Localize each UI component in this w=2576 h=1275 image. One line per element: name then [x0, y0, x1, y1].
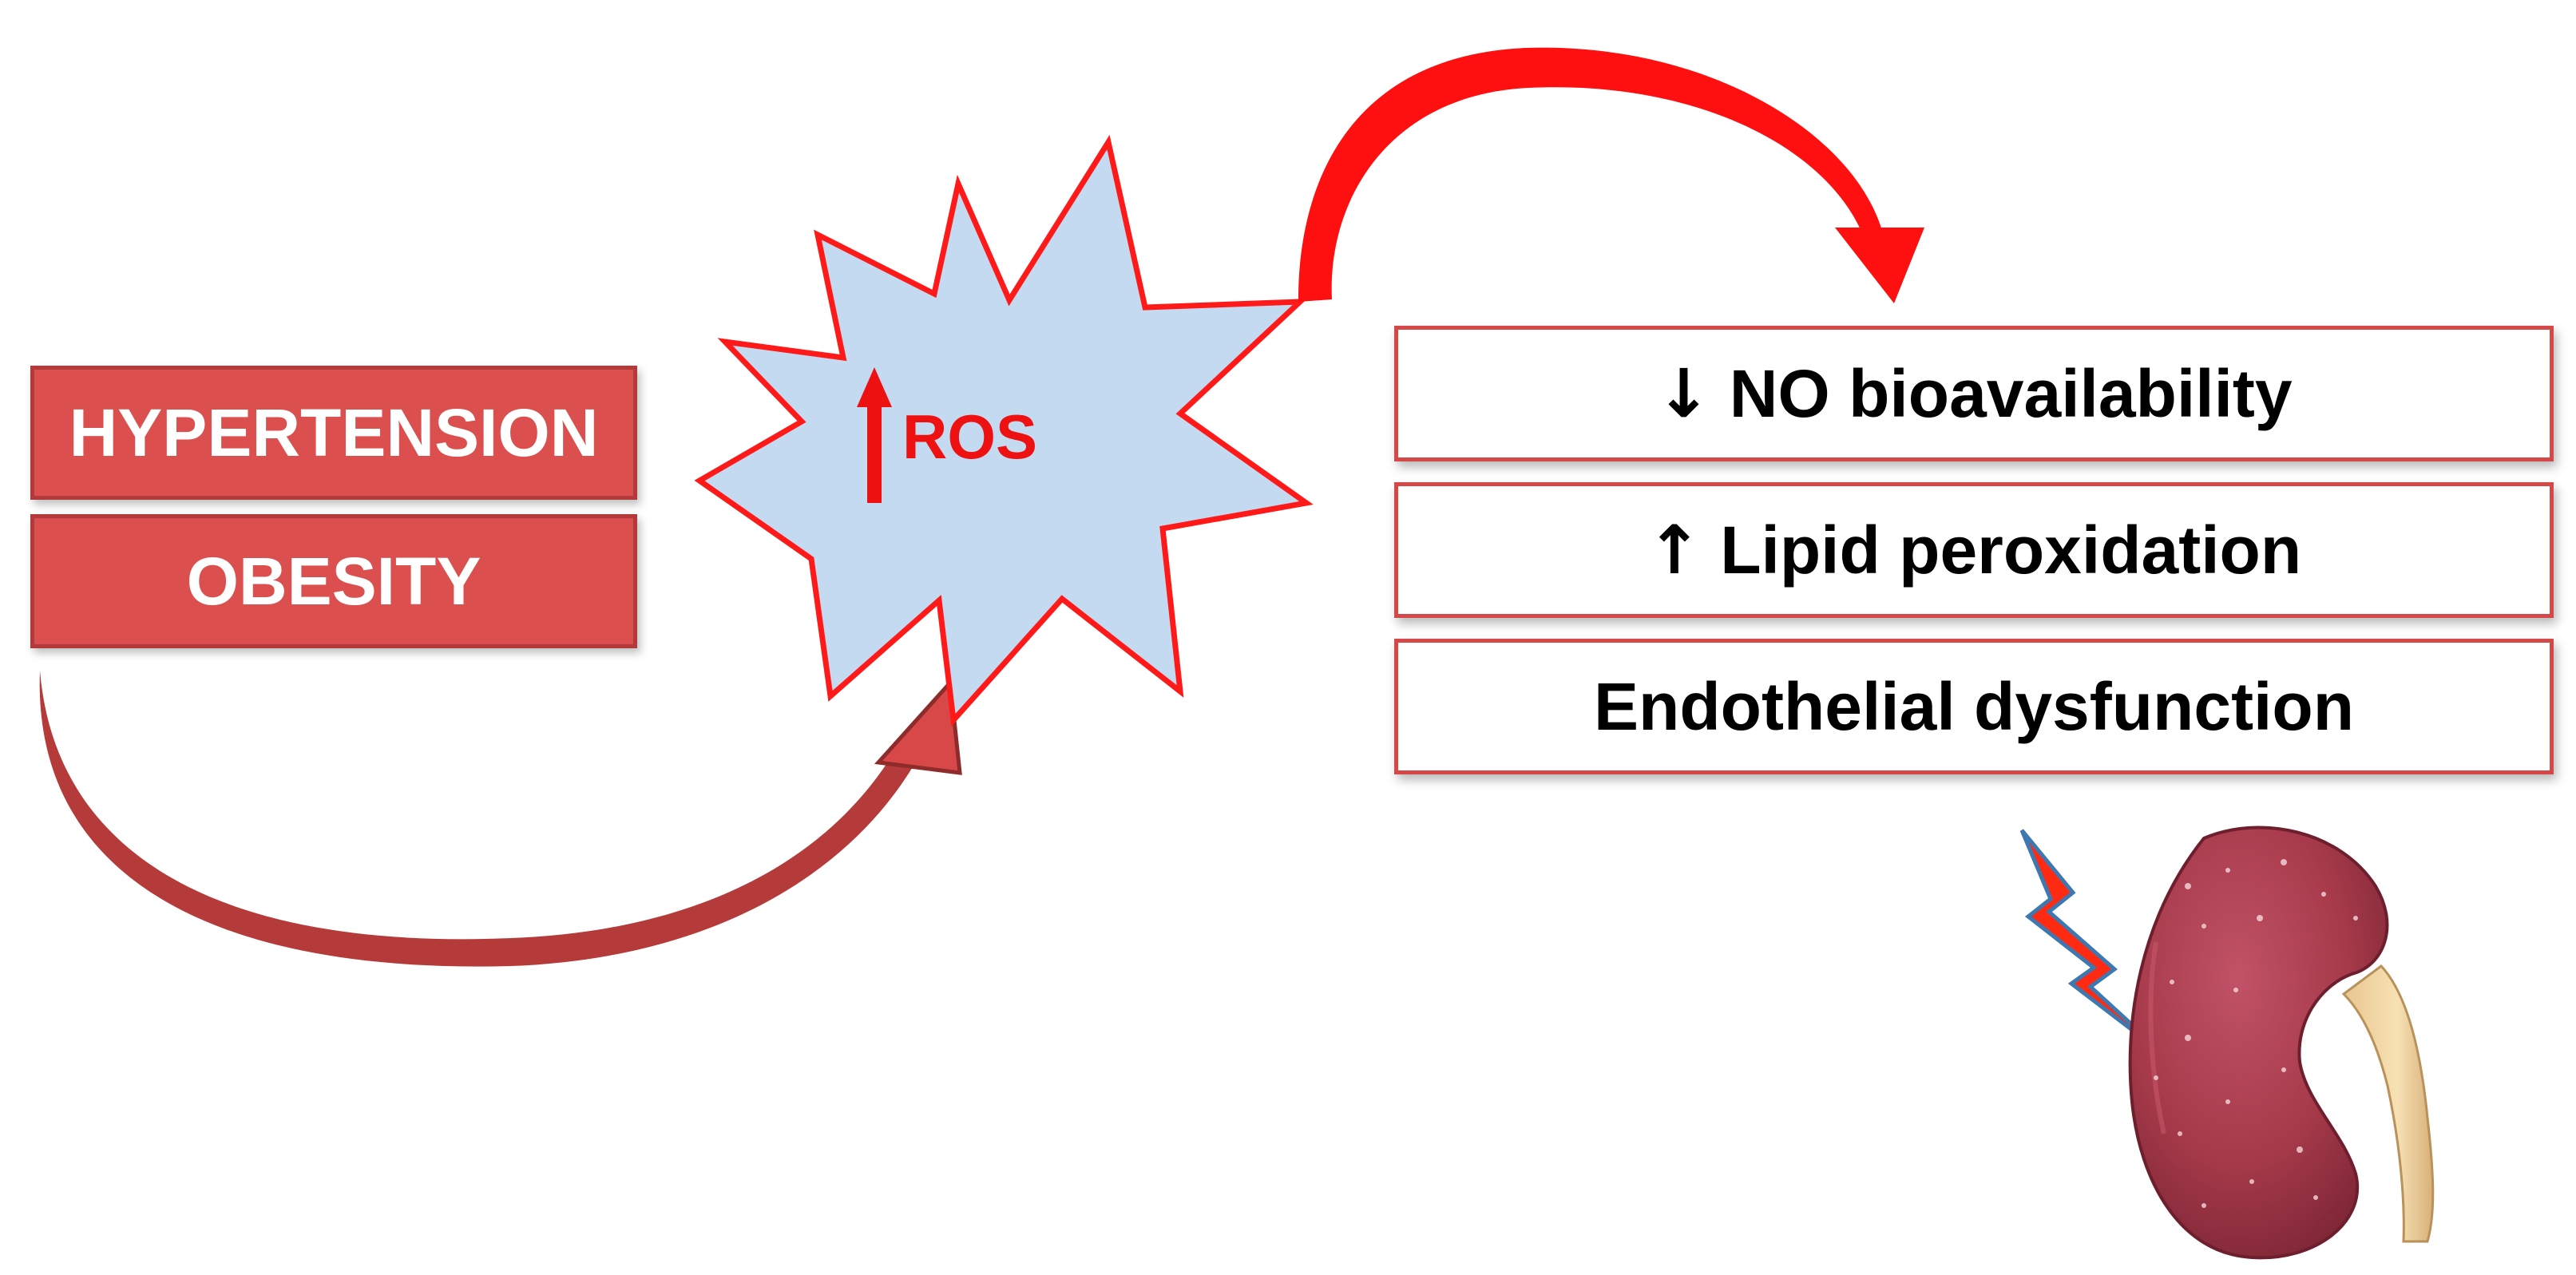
hypertension-label: HYPERTENSION [69, 394, 599, 470]
effect-box-no-bioavailability: ↓ NO bioavailability [1394, 326, 2554, 461]
ros-increase-arrow [857, 367, 892, 503]
effect-label: Lipid peroxidation [1720, 512, 2302, 588]
ros-to-effects-arrow [1298, 47, 1924, 303]
effect-label: NO bioavailability [1729, 355, 2293, 431]
effect-box-endothelial-dysfunction: Endothelial dysfunction [1394, 639, 2554, 774]
hypertension-box: HYPERTENSION [30, 366, 637, 500]
condition-to-ros-arrow [39, 671, 962, 967]
down-arrow-icon: ↓ [1655, 354, 1712, 433]
ros-label: ROS [902, 402, 1038, 472]
kidney-icon [2128, 826, 2435, 1260]
obesity-box: OBESITY [30, 514, 637, 648]
obesity-label: OBESITY [186, 543, 482, 619]
ros-burst-icon [694, 134, 1314, 727]
effect-label: Endothelial dysfunction [1593, 668, 2354, 744]
effect-box-lipid-peroxidation: ↑ Lipid peroxidation [1394, 482, 2554, 618]
up-arrow-icon: ↑ [1646, 511, 1703, 589]
